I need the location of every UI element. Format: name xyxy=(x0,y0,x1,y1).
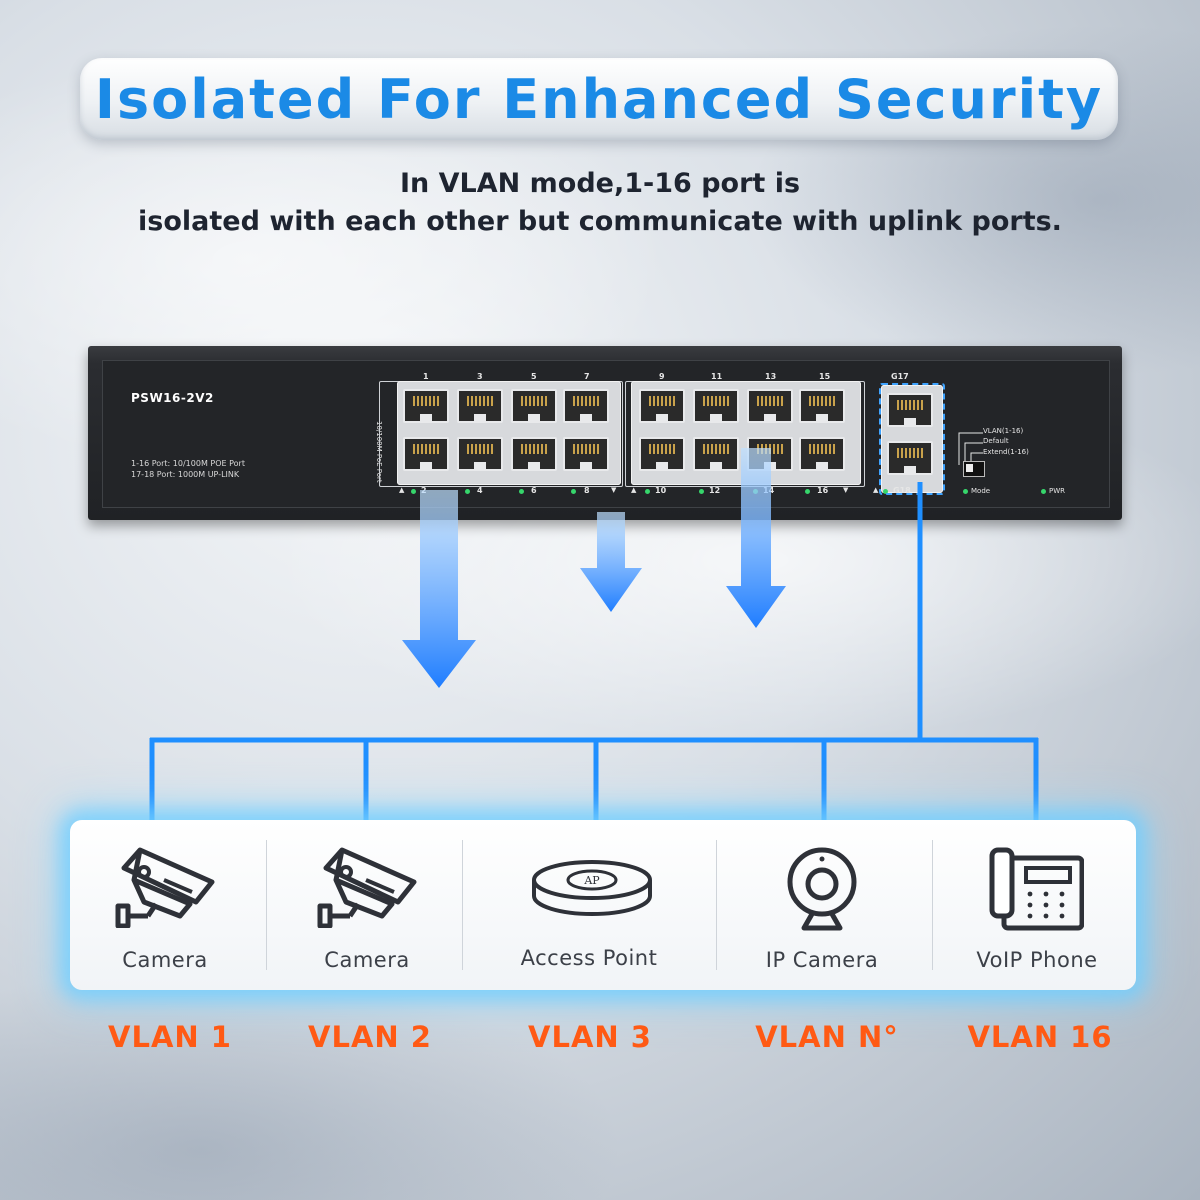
vlan-label-16: VLAN 16 xyxy=(967,1020,1113,1054)
security-camera-icon xyxy=(317,847,417,928)
port-led xyxy=(571,489,576,494)
triangle-up-icon: ▲ xyxy=(631,486,637,494)
ethernet-port-7 xyxy=(563,389,609,423)
port-number: 13 xyxy=(765,372,777,381)
ethernet-port-10 xyxy=(639,437,685,471)
ethernet-port-3 xyxy=(457,389,503,423)
security-camera-icon xyxy=(115,847,215,928)
port-led xyxy=(883,489,888,494)
triangle-up-icon: ▲ xyxy=(873,486,879,494)
port-led xyxy=(519,489,524,494)
mode-option-vlan: VLAN(1-16) xyxy=(983,427,1024,435)
vlan-label-2: VLAN 2 xyxy=(308,1020,432,1054)
uplink-highlight-box xyxy=(879,383,945,495)
ap-icon-text: AP xyxy=(583,874,600,887)
switch-front-panel: PSW16-2V2 1-16 Port: 10/100M POE Port 17… xyxy=(102,360,1110,508)
pwr-led xyxy=(1041,489,1046,494)
subtitle-line-1: In VLAN mode,1-16 port is xyxy=(399,168,801,199)
down-arrow-icon xyxy=(402,490,476,688)
webcam-icon xyxy=(787,847,857,931)
ethernet-port-8 xyxy=(563,437,609,471)
down-arrow-icon xyxy=(726,448,786,628)
ethernet-port-5 xyxy=(511,389,557,423)
ethernet-port-16 xyxy=(799,437,845,471)
port-led xyxy=(805,489,810,494)
uplink-port-label-top: G17 xyxy=(891,372,909,381)
port-number: 10 xyxy=(655,486,667,495)
port-number: 15 xyxy=(819,372,831,381)
divider xyxy=(716,840,717,970)
triangle-down-icon: ▼ xyxy=(611,486,617,494)
ethernet-port-1 xyxy=(403,389,449,423)
port-number: 5 xyxy=(531,372,537,381)
vlan-label-n: VLAN N° xyxy=(755,1020,899,1054)
device-label-camera-1: Camera xyxy=(122,948,208,972)
port-number: 11 xyxy=(711,372,723,381)
port-number: 7 xyxy=(584,372,590,381)
port-led xyxy=(465,489,470,494)
leader-line xyxy=(958,432,983,465)
port-number: 9 xyxy=(659,372,665,381)
mode-led xyxy=(963,489,968,494)
ethernet-port-g17 xyxy=(887,393,933,427)
leader-line xyxy=(964,442,983,465)
port-number: 16 xyxy=(817,486,829,495)
port-number: 8 xyxy=(584,486,590,495)
ethernet-port-g18 xyxy=(887,441,933,475)
access-point-icon: AP xyxy=(532,860,652,916)
ethernet-port-2 xyxy=(403,437,449,471)
triangle-up-icon: ▲ xyxy=(399,486,405,494)
ethernet-port-9 xyxy=(639,389,685,423)
mode-option-extend: Extend(1-16) xyxy=(983,448,1029,456)
vlan-label-1: VLAN 1 xyxy=(108,1020,232,1054)
desk-phone-icon xyxy=(989,847,1084,931)
ethernet-port-15 xyxy=(799,389,845,423)
divider xyxy=(266,840,267,970)
port-number: 12 xyxy=(709,486,721,495)
switch-spec-line-2: 17-18 Port: 1000M UP-LINK xyxy=(131,470,240,479)
port-number: 4 xyxy=(477,486,483,495)
page-title: Isolated For Enhanced Security xyxy=(94,67,1104,131)
switch-spec-line-1: 1-16 Port: 10/100M POE Port xyxy=(131,459,245,468)
device-label-voip-phone: VoIP Phone xyxy=(976,948,1098,972)
ethernet-port-6 xyxy=(511,437,557,471)
down-arrow-icon xyxy=(580,512,642,612)
mode-dip-switch xyxy=(963,461,985,477)
ethernet-port-12 xyxy=(693,437,739,471)
uplink-port-label-bottom: G18 xyxy=(893,486,911,495)
switch-model-label: PSW16-2V2 xyxy=(131,391,214,405)
ethernet-port-13 xyxy=(747,389,793,423)
port-led xyxy=(411,489,416,494)
port-led xyxy=(645,489,650,494)
ethernet-port-11 xyxy=(693,389,739,423)
vlan-label-3: VLAN 3 xyxy=(528,1020,652,1054)
triangle-down-icon: ▼ xyxy=(843,486,849,494)
divider xyxy=(932,840,933,970)
device-label-access-point: Access Point xyxy=(520,946,658,970)
subtitle-line-2: isolated with each other but communicate… xyxy=(138,206,1062,237)
mode-option-default: Default xyxy=(983,437,1009,445)
mode-led-label: Mode xyxy=(971,487,991,495)
device-panel: Camera Camera AP Access Point IP Camera xyxy=(70,820,1136,990)
ethernet-port-4 xyxy=(457,437,503,471)
divider xyxy=(462,840,463,970)
port-number: 1 xyxy=(423,372,429,381)
port-number: 3 xyxy=(477,372,483,381)
device-label-ip-camera: IP Camera xyxy=(765,948,879,972)
port-led xyxy=(699,489,704,494)
port-number: 6 xyxy=(531,486,537,495)
pwr-led-label: PWR xyxy=(1049,487,1066,495)
device-label-camera-2: Camera xyxy=(324,948,410,972)
title-banner: Isolated For Enhanced Security xyxy=(80,58,1118,140)
poe-switch: PSW16-2V2 1-16 Port: 10/100M POE Port 17… xyxy=(88,346,1122,520)
